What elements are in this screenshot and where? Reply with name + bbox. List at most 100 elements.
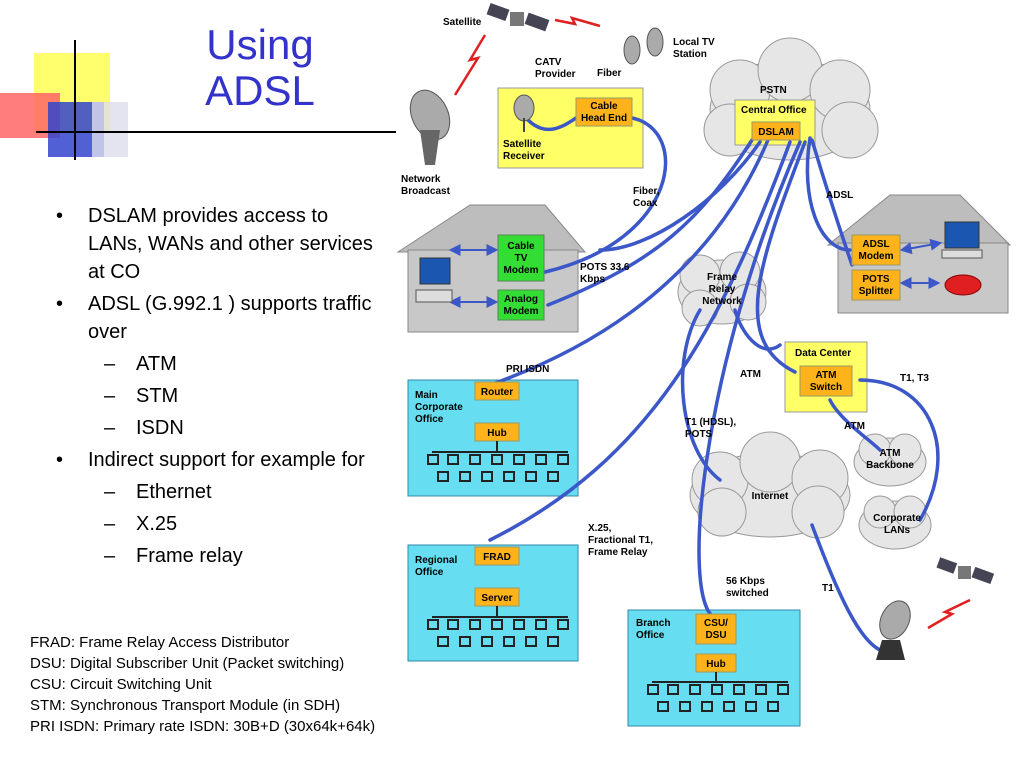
bullet-item: ADSL (G.992.1 ) supports traffic over — [40, 290, 380, 346]
title-line-2: ADSL — [205, 67, 315, 114]
phone-icon — [944, 274, 982, 296]
sub-bullet-item: Frame relay — [40, 542, 380, 570]
fiber-coax-line1: Fiber, — [633, 186, 660, 197]
catv-provider-line1: CATV — [535, 57, 562, 68]
atm-backbone-cloud — [853, 433, 927, 487]
analog-modem-box: Analog Modem — [497, 289, 545, 321]
t1-t3-label: T1, T3 — [900, 373, 929, 384]
cable-head-end-line1: Cable — [590, 101, 618, 112]
csu-dsu-line2: DSU — [705, 630, 726, 641]
pots-336-line1: POTS 33.6 — [580, 262, 630, 273]
branch-office-line1: Branch — [636, 618, 670, 629]
branch-office-line2: Office — [636, 630, 665, 641]
atm-switch-line2: Switch — [810, 382, 842, 393]
sub-bullet-item: ATM — [40, 350, 380, 378]
frame-relay-line3: Network — [702, 296, 742, 307]
x25-line1: X.25, — [588, 523, 612, 534]
arrow-lines — [448, 238, 943, 308]
logo-horizontal-line — [36, 131, 396, 133]
frad-label: FRAD — [483, 552, 511, 563]
corporate-lans-line2: LANs — [884, 525, 911, 536]
pots-splitter-box: POTS Splitter — [851, 269, 901, 301]
main-office-line3: Office — [415, 414, 444, 425]
glossary-line: PRI ISDN: Primary rate ISDN: 30B+D (30x6… — [30, 718, 376, 735]
local-tv-line1: Local TV — [673, 37, 715, 48]
catv-provider-line2: Provider — [535, 69, 576, 80]
adsl-modem-line2: Modem — [859, 251, 894, 262]
home-computer-icon — [415, 257, 453, 303]
radio-links — [453, 16, 971, 630]
sub-bullet-item: X.25 — [40, 510, 380, 538]
bullet-item: DSLAM provides access to LANs, WANs and … — [40, 202, 380, 286]
frame-relay-line1: Frame — [707, 272, 737, 283]
atm-backbone-line2: Backbone — [866, 460, 914, 471]
bullet-list: DSLAM provides access to LANs, WANs and … — [40, 202, 380, 574]
adsl-modem-box: ADSL Modem — [851, 234, 901, 266]
regional-office-line2: Office — [415, 567, 444, 578]
csu-dsu-box: CSU/ DSU — [695, 613, 737, 645]
atm-switch-line1: ATM — [816, 370, 837, 381]
hub-label: Hub — [487, 428, 506, 439]
atm-label-left: ATM — [740, 369, 761, 380]
adsl-label: ADSL — [826, 190, 853, 201]
sub-bullet-item: ISDN — [40, 414, 380, 442]
network-broadcast-line2: Broadcast — [401, 186, 451, 197]
satellite-icon — [486, 2, 550, 32]
t1-hdsl-line1: T1 (HDSL), — [685, 417, 736, 428]
frame-relay-cloud — [677, 251, 767, 327]
logo-vertical-line — [74, 40, 76, 160]
lan-tree-icon-main — [427, 441, 569, 482]
analog-modem-line1: Analog — [504, 294, 538, 305]
pri-isdn-label: PRI ISDN — [506, 364, 549, 375]
lan-tree-icon-branch — [647, 672, 789, 712]
cable-head-end-line2: Head End — [581, 113, 627, 124]
satellite-receiver-line1: Satellite — [503, 139, 542, 150]
sub-bullet-item: Ethernet — [40, 478, 380, 506]
x25-line3: Frame Relay — [588, 547, 648, 558]
router-box: Router — [474, 381, 520, 401]
glossary-line: DSU: Digital Subscriber Unit (Packet swi… — [30, 655, 345, 672]
page-title: Using ADSL — [180, 22, 340, 114]
adsl-computer-icon — [941, 221, 983, 259]
hub-box-main: Hub — [474, 422, 520, 442]
pots-splitter-line1: POTS — [862, 274, 890, 285]
glossary: FRAD: Frame Relay Access Distributor DSU… — [30, 632, 450, 737]
pstn-label: PSTN — [760, 85, 787, 96]
regional-office-line1: Regional — [415, 555, 457, 566]
glossary-line: STM: Synchronous Transport Module (in SD… — [30, 697, 341, 714]
atm-label-right: ATM — [844, 421, 865, 432]
cable-head-end-box: Cable Head End — [575, 97, 633, 127]
corporate-lans-line1: Corporate — [873, 513, 921, 524]
satellite-receiver-dish-icon — [513, 94, 535, 132]
sub-bullet-item: STM — [40, 382, 380, 410]
lan-tree-icon-regional — [427, 606, 569, 647]
t1-label: T1 — [822, 583, 834, 594]
central-office-label: Central Office — [741, 105, 807, 116]
analog-modem-line2: Modem — [504, 306, 539, 317]
main-office-line2: Corporate — [415, 402, 463, 413]
hub-label: Hub — [706, 659, 725, 670]
pots-splitter-line2: Splitter — [859, 286, 894, 297]
connection-lines — [488, 108, 940, 652]
hub-box-branch: Hub — [695, 653, 737, 673]
cable-tv-modem-line2: TV — [515, 253, 528, 264]
dslam-label: DSLAM — [758, 127, 794, 138]
main-office-line1: Main — [415, 390, 438, 401]
local-tv-line2: Station — [673, 49, 707, 60]
corporate-lans-cloud — [858, 495, 932, 550]
cable-tv-modem-line3: Modem — [504, 265, 539, 276]
internet-cloud — [689, 431, 851, 539]
atm-switch-box: ATM Switch — [799, 365, 853, 397]
satellite-receiver-line2: Receiver — [503, 151, 545, 162]
fiber-coax-line2: Coax — [633, 198, 658, 209]
kbps56-line1: 56 Kbps — [726, 576, 765, 587]
data-center-label: Data Center — [795, 348, 851, 359]
bullet-item: Indirect support for example for — [40, 446, 380, 474]
pots-336-line2: Kbps — [580, 274, 605, 285]
adsl-modem-line1: ADSL — [862, 239, 889, 250]
t1-hdsl-line2: POTS — [685, 429, 713, 440]
csu-dsu-line1: CSU/ — [704, 618, 728, 629]
branch-dish-icon — [876, 600, 911, 660]
cable-tv-modem-box: Cable TV Modem — [497, 234, 545, 282]
